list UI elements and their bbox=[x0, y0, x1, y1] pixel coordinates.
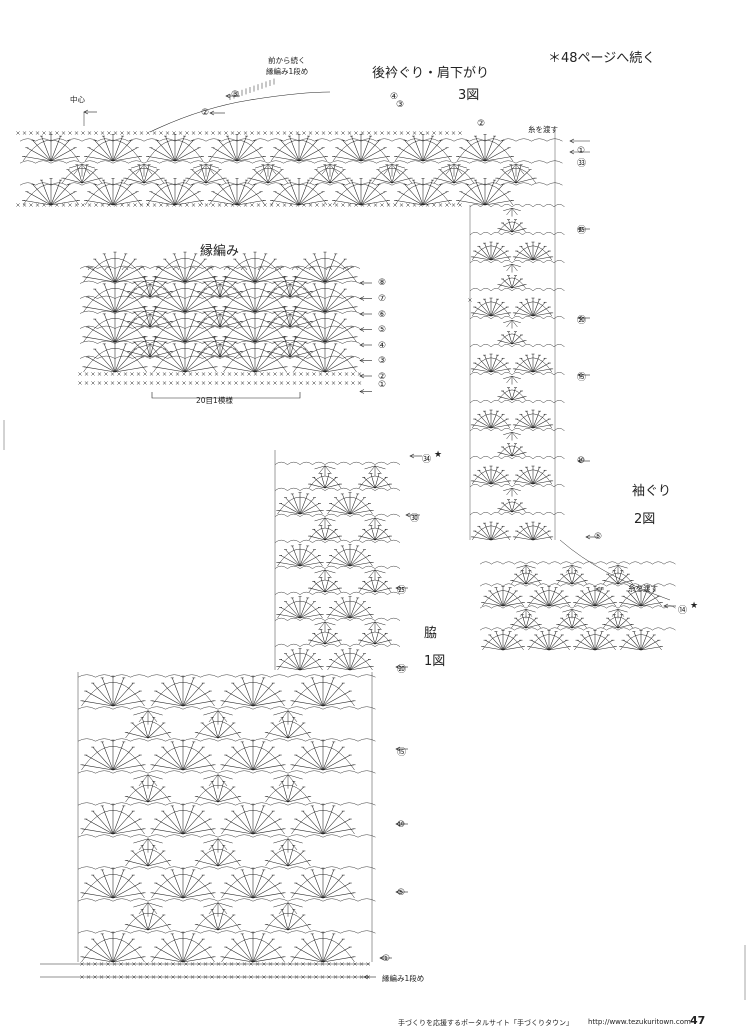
edging-row-1-label: 縁編み1段め bbox=[382, 974, 425, 983]
side-title: 脇 bbox=[424, 626, 438, 641]
row-marker: ① bbox=[382, 954, 391, 964]
row-marker: ① bbox=[577, 146, 586, 156]
figure-2-label: 2図 bbox=[634, 512, 656, 527]
row-marker: ㉚ bbox=[410, 514, 420, 524]
pass-yarn-top: 糸を渡す bbox=[528, 125, 558, 134]
row-marker-star-side: ㉞ bbox=[422, 455, 432, 465]
edging-row-5: ⑤ bbox=[378, 325, 387, 335]
row-marker: ③ bbox=[396, 100, 405, 110]
row-marker: ② bbox=[201, 108, 210, 118]
row-marker: ④ bbox=[390, 92, 399, 102]
row-marker: ㉕ bbox=[577, 226, 587, 236]
row-marker-star-sleeve: ⑭ bbox=[678, 606, 688, 616]
edging-row-1: ① bbox=[378, 380, 387, 390]
row-marker: ⑮ bbox=[397, 748, 407, 758]
page-number: 47 bbox=[690, 1014, 706, 1027]
row-marker: ⑤ bbox=[397, 888, 406, 898]
row-marker: ⑳ bbox=[397, 665, 407, 675]
from-front-row-label: 縁編み1段め bbox=[266, 67, 309, 76]
row-marker: ⑳ bbox=[577, 316, 587, 326]
repeat-note: 20目1模様 bbox=[196, 396, 233, 405]
stitch-lines bbox=[3, 78, 746, 1000]
edging-row-8: ⑧ bbox=[378, 278, 387, 288]
figure-1-label: 1図 bbox=[424, 654, 446, 669]
row-marker: ⑤ bbox=[594, 532, 603, 542]
edging-row-6: ⑥ bbox=[378, 310, 387, 320]
back-neck-title: 後衿ぐり・肩下がり bbox=[372, 66, 490, 81]
row-marker: ③ bbox=[231, 90, 240, 100]
row-marker: ② bbox=[477, 119, 486, 129]
continue-note: ＊48ページへ続く bbox=[548, 51, 656, 66]
edging-title: 縁編み bbox=[200, 244, 240, 259]
footer-url[interactable]: http://www.tezukuritown.com bbox=[588, 1018, 691, 1026]
edging-row-2: ② bbox=[378, 372, 387, 382]
edging-row-7: ⑦ bbox=[378, 294, 387, 304]
row-marker: ㉕ bbox=[397, 586, 407, 596]
sleeve-title: 袖ぐり bbox=[632, 484, 672, 499]
row-marker: ⑩ bbox=[577, 456, 586, 466]
star-mark: ★ bbox=[434, 450, 443, 460]
star-mark: ★ bbox=[690, 601, 699, 611]
row-marker: ⑮ bbox=[577, 373, 587, 383]
row-marker: ⑩ bbox=[397, 820, 406, 830]
edging-row-3: ③ bbox=[378, 356, 387, 366]
center-label: 中心 bbox=[70, 95, 85, 104]
pass-yarn-bottom: 糸を渡す bbox=[628, 584, 658, 593]
footer-text: 手づくりを応援するポータルサイト「手づくりタウン」 bbox=[398, 1019, 573, 1027]
edging-row-4: ④ bbox=[378, 341, 387, 351]
row-marker: ㉝ bbox=[577, 159, 587, 169]
figure-3-label: 3図 bbox=[458, 88, 480, 103]
from-front-label: 前から続く bbox=[268, 56, 306, 65]
